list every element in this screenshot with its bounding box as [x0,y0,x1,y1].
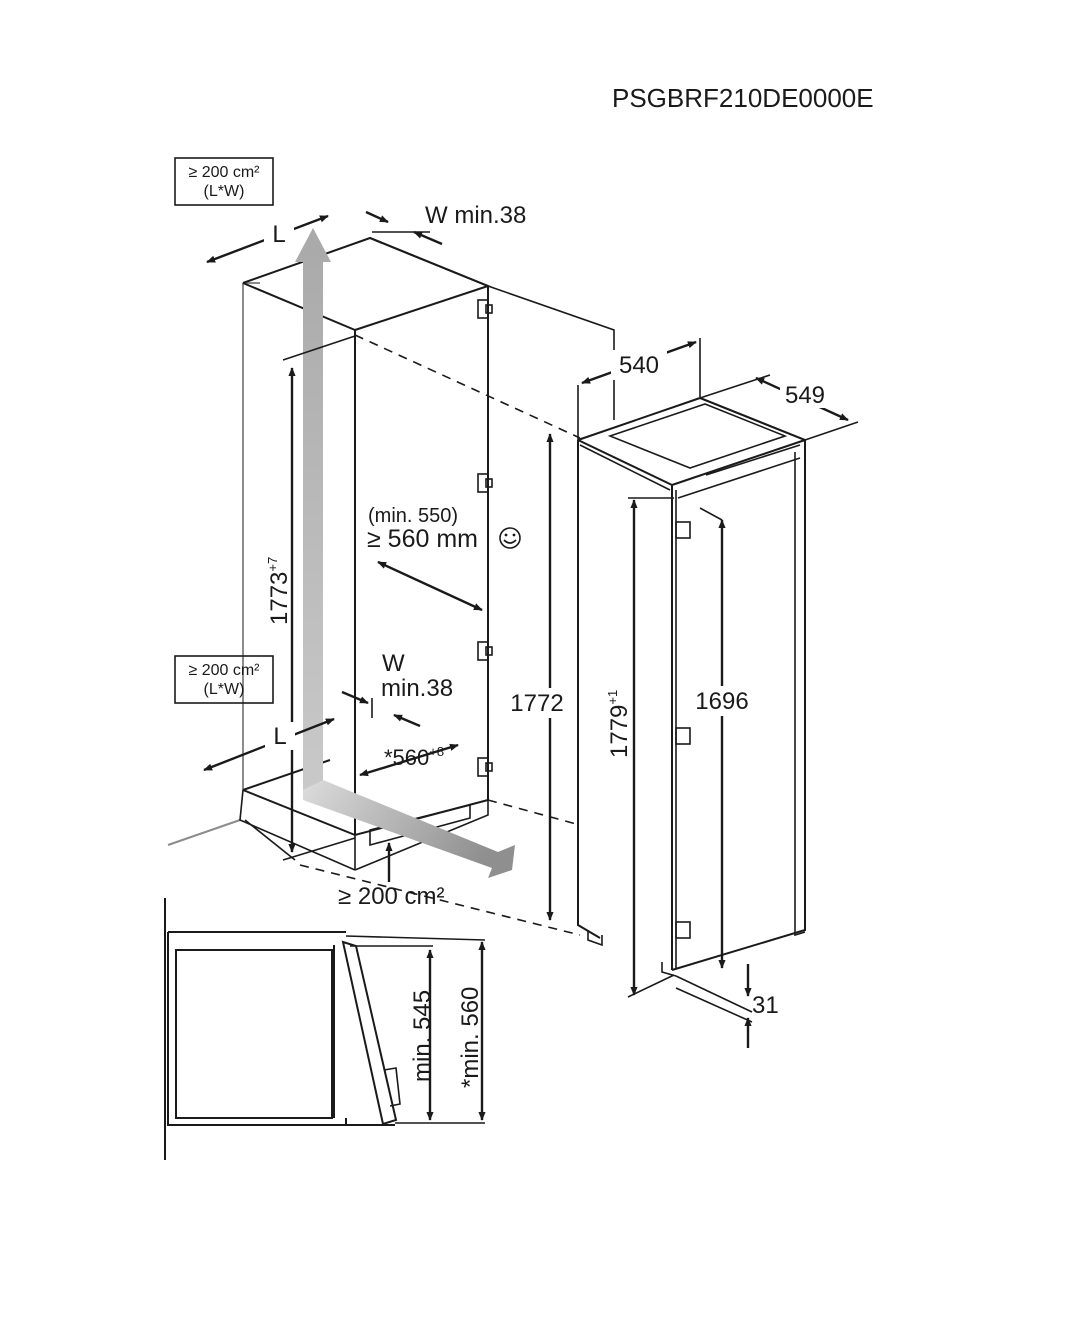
vent-mid-line2: (L*W) [204,681,245,698]
label-W-top: W min.38 [425,202,526,229]
side-section-view: min. 545 *min. 560 [164,898,486,1160]
label-appliance-height: 1772 [510,690,563,717]
dim-W-top: W min.38 [365,202,526,246]
vent-top-line1: ≥ 200 cm² [188,164,260,181]
hinge-icon [477,641,493,661]
label-door-height: 1696 [695,688,748,715]
label-W-mid-2: min.38 [381,675,453,702]
dim-appliance-depth: 549 [699,374,859,441]
vent-mid-line1: ≥ 200 cm² [188,662,260,679]
vent-box-mid: ≥ 200 cm² (L*W) [174,655,274,704]
label-L-bottom: L [273,723,286,750]
label-depth: ≥ 560 mm [367,525,478,553]
model-code: PSGBRF210DE0000E [612,83,874,113]
dim-body-height: 1779+1 [605,497,675,998]
hinge-icon [477,299,493,319]
label-side-min-560: *min. 560 [457,987,484,1088]
dim-L-top: L [206,214,329,264]
label-depth-min: (min. 550) [368,505,458,527]
dim-niche-depth: (min. 550) ≥ 560 mm [367,505,521,612]
dim-niche-height: 1773+7 [265,335,356,861]
label-side-min-545: min. 545 [409,990,436,1082]
label-vent-bottom: ≥ 200 cm² [338,883,445,910]
hinge-icon [675,921,691,939]
dim-gap: 31 [675,964,779,1048]
airflow-arrow [295,228,515,878]
label-gap: 31 [752,992,779,1019]
dim-appliance-height: 1772 [505,433,567,921]
label-body-height: 1779+1 [605,690,633,758]
label-appliance-depth: 549 [785,382,825,409]
dim-W-mid: W min.38 [341,650,453,728]
dim-plinth-depth: *560+8 [359,743,459,777]
label-L-top: L [272,221,285,248]
label-niche-height: 1773+7 [265,557,293,625]
label-W-mid-1: W [382,650,405,677]
hinge-icon [675,521,691,539]
smiley-icon [499,527,521,549]
hinge-icon [675,727,691,745]
dim-door-height: 1696 [690,507,754,969]
vent-top-line2: (L*W) [204,183,245,200]
dim-L-bottom: L [203,717,335,772]
label-appliance-width: 540 [619,352,659,379]
vent-box-top: ≥ 200 cm² (L*W) [174,157,274,206]
dim-vent-bottom: ≥ 200 cm² [338,842,445,910]
hinge-icon [477,757,493,777]
hinge-icon [477,473,493,493]
dim-appliance-width: 540 [577,338,701,440]
